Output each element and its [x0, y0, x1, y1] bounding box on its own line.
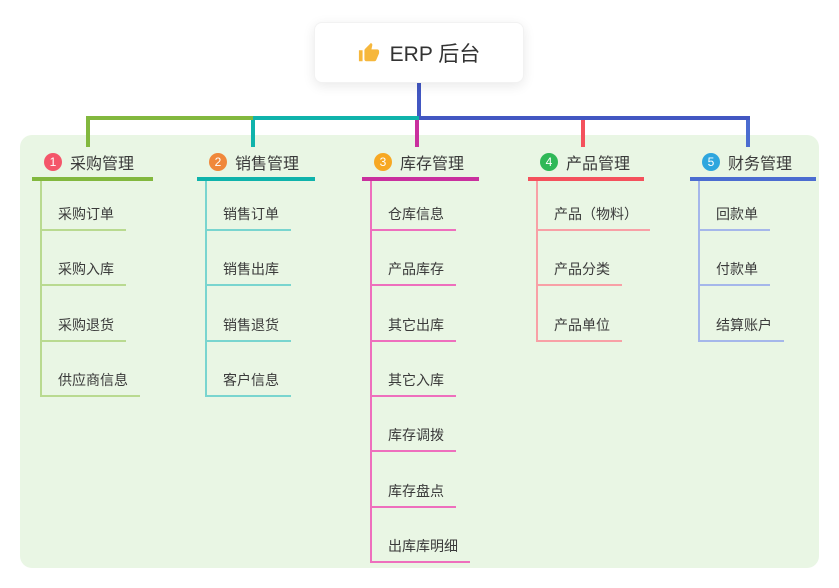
child-label: 采购退货: [58, 317, 114, 333]
child-label: 产品库存: [388, 261, 444, 277]
child-label: 结算账户: [716, 317, 772, 333]
branch-label: 财务管理: [728, 156, 793, 173]
branch-label: 销售管理: [235, 156, 300, 173]
child-label: 销售退货: [223, 317, 279, 333]
child-node[interactable]: 采购入库: [40, 260, 126, 286]
child-node[interactable]: 销售退货: [205, 316, 291, 342]
branch-number-badge: 1: [44, 153, 62, 171]
branch-node[interactable]: 5 财务管理: [690, 147, 816, 181]
branch-node[interactable]: 1 采购管理: [32, 147, 153, 181]
branch-trunk-line: [370, 181, 372, 563]
connector-line: [581, 120, 585, 147]
connector-line: [417, 83, 421, 116]
thumbs-up-icon: [358, 42, 380, 64]
child-label: 销售订单: [223, 206, 279, 222]
child-label: 采购订单: [58, 206, 114, 222]
child-label: 回款单: [716, 206, 758, 222]
branch-label: 采购管理: [70, 156, 135, 173]
child-node[interactable]: 付款单: [698, 260, 770, 286]
child-label: 供应商信息: [58, 372, 128, 388]
child-node[interactable]: 产品分类: [536, 260, 622, 286]
connector-line: [415, 120, 419, 147]
child-node[interactable]: 出库库明细: [370, 537, 470, 563]
child-node[interactable]: 采购订单: [40, 205, 126, 231]
child-node[interactable]: 回款单: [698, 205, 770, 231]
root-node[interactable]: ERP 后台: [314, 22, 524, 83]
branch-label: 产品管理: [566, 156, 631, 173]
child-label: 产品分类: [554, 261, 610, 277]
branches-panel: [20, 135, 819, 568]
child-label: 出库库明细: [388, 538, 458, 554]
child-label: 产品单位: [554, 317, 610, 333]
child-label: 销售出库: [223, 261, 279, 277]
child-label: 产品（物料）: [554, 206, 638, 222]
branch-trunk-line: [205, 181, 207, 397]
child-node[interactable]: 产品单位: [536, 316, 622, 342]
connector-line: [253, 116, 419, 120]
child-node[interactable]: 客户信息: [205, 371, 291, 397]
branch-node[interactable]: 2 销售管理: [197, 147, 315, 181]
branch-number-badge: 4: [540, 153, 558, 171]
branch-trunk-line: [698, 181, 700, 342]
child-node[interactable]: 销售出库: [205, 260, 291, 286]
child-label: 付款单: [716, 261, 758, 277]
child-node[interactable]: 仓库信息: [370, 205, 456, 231]
branch-label: 库存管理: [400, 156, 465, 173]
connector-line: [86, 116, 253, 120]
child-node[interactable]: 采购退货: [40, 316, 126, 342]
connector-line: [251, 120, 255, 147]
child-node[interactable]: 供应商信息: [40, 371, 140, 397]
branch-number-badge: 2: [209, 153, 227, 171]
child-label: 其它入库: [388, 372, 444, 388]
branch-node[interactable]: 4 产品管理: [528, 147, 644, 181]
child-label: 库存盘点: [388, 483, 444, 499]
child-label: 库存调拨: [388, 427, 444, 443]
connector-line: [419, 116, 750, 120]
root-label: ERP 后台: [389, 42, 481, 66]
child-node[interactable]: 库存盘点: [370, 482, 456, 508]
child-label: 其它出库: [388, 317, 444, 333]
branch-trunk-line: [536, 181, 538, 342]
branch-number-badge: 5: [702, 153, 720, 171]
branch-trunk-line: [40, 181, 42, 397]
connector-line: [86, 120, 90, 147]
child-node[interactable]: 产品（物料）: [536, 205, 650, 231]
child-node[interactable]: 库存调拨: [370, 426, 456, 452]
connector-line: [746, 120, 750, 147]
child-node[interactable]: 产品库存: [370, 260, 456, 286]
child-node[interactable]: 其它入库: [370, 371, 456, 397]
branch-number-badge: 3: [374, 153, 392, 171]
child-label: 仓库信息: [388, 206, 444, 222]
child-node[interactable]: 结算账户: [698, 316, 784, 342]
child-node[interactable]: 销售订单: [205, 205, 291, 231]
child-label: 客户信息: [223, 372, 279, 388]
branch-node[interactable]: 3 库存管理: [362, 147, 479, 181]
child-label: 采购入库: [58, 261, 114, 277]
child-node[interactable]: 其它出库: [370, 316, 456, 342]
